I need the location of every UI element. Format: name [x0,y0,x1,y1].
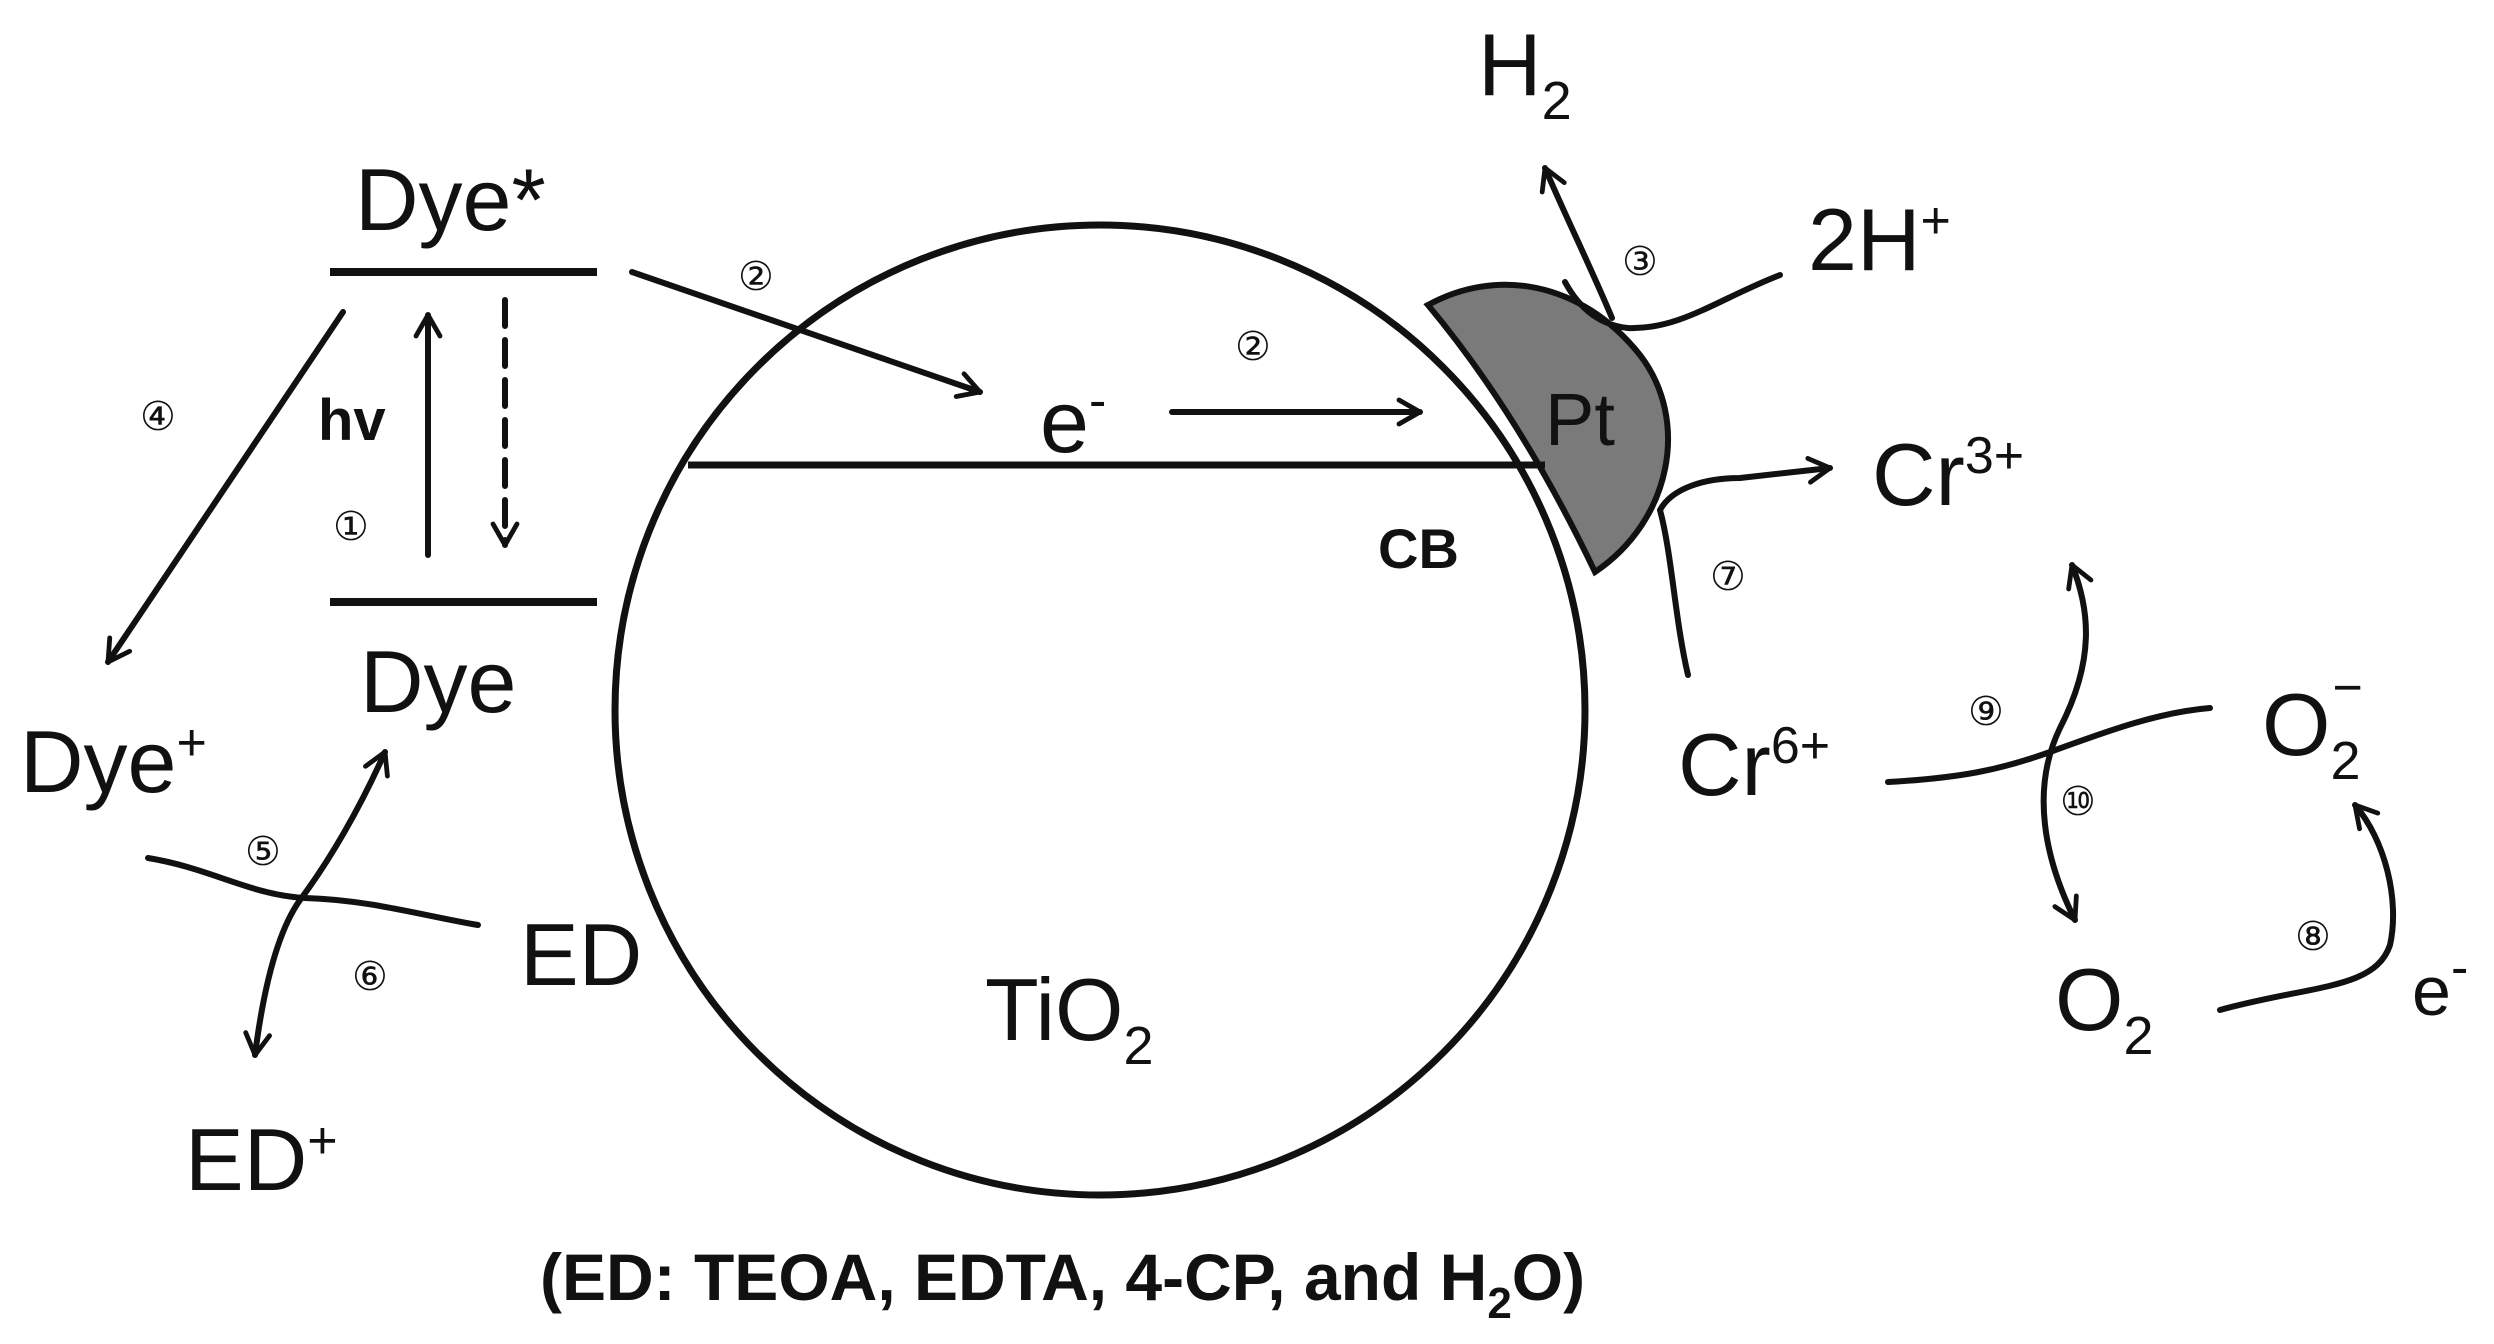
dye-ground-label: Dye [360,632,517,731]
step-6-marker: ⑥ [352,954,388,1000]
tio2-label: TiO2 [985,960,1154,1076]
ed-label: ED [520,905,642,1004]
superoxide-label: O2− [2262,659,2363,791]
o2-reduction-curve [2217,802,2397,1013]
dye-excited-label: Dye* [355,150,546,249]
h2-evolution-curve [1562,272,1783,332]
proton-label: 2H+ [1808,190,1951,289]
step-10-marker: ⑩ [2060,779,2096,825]
step-4-marker: ④ [140,394,176,440]
caption: (ED: TEOA, EDTA, 4-CP, and H2O) [540,1240,1585,1328]
injection-arrow [629,269,983,399]
electron-right-label: e- [2412,939,2468,1030]
back-transfer-arrow [105,309,346,665]
step-2-marker-transfer: ② [1235,324,1271,370]
h2-label: H2 [1478,15,1572,131]
cb-label: CB [1378,517,1459,580]
dye-cation-label: Dye+ [20,712,207,811]
step-7-marker: ⑦ [1710,554,1746,600]
oxygen-label: O2 [2055,950,2154,1066]
step-2-marker-injection: ② [738,254,774,300]
dye-regeneration-line [145,855,481,928]
cr3-to-o2m-curve [2040,562,2094,923]
step-5-marker: ⑤ [245,829,281,875]
h2-evolution-arrow [1539,165,1615,321]
cr6-label: Cr6+ [1678,715,1830,814]
step-3-marker: ③ [1622,239,1658,285]
hv-label: hv [318,388,386,453]
ed-plus-label: ED+ [185,1110,338,1209]
pt-deposit [1423,281,1671,577]
step-8-marker: ⑧ [2295,914,2331,960]
cr3-label: Cr3+ [1872,425,2024,524]
donor-oxidation-curve [243,749,390,1058]
step-9-marker: ⑨ [1968,689,2004,735]
cr6-reduction-curve [1657,455,1833,678]
step-1-marker: ① [333,504,369,550]
pt-label: Pt [1545,378,1615,461]
electron-label: e- [1040,372,1106,471]
